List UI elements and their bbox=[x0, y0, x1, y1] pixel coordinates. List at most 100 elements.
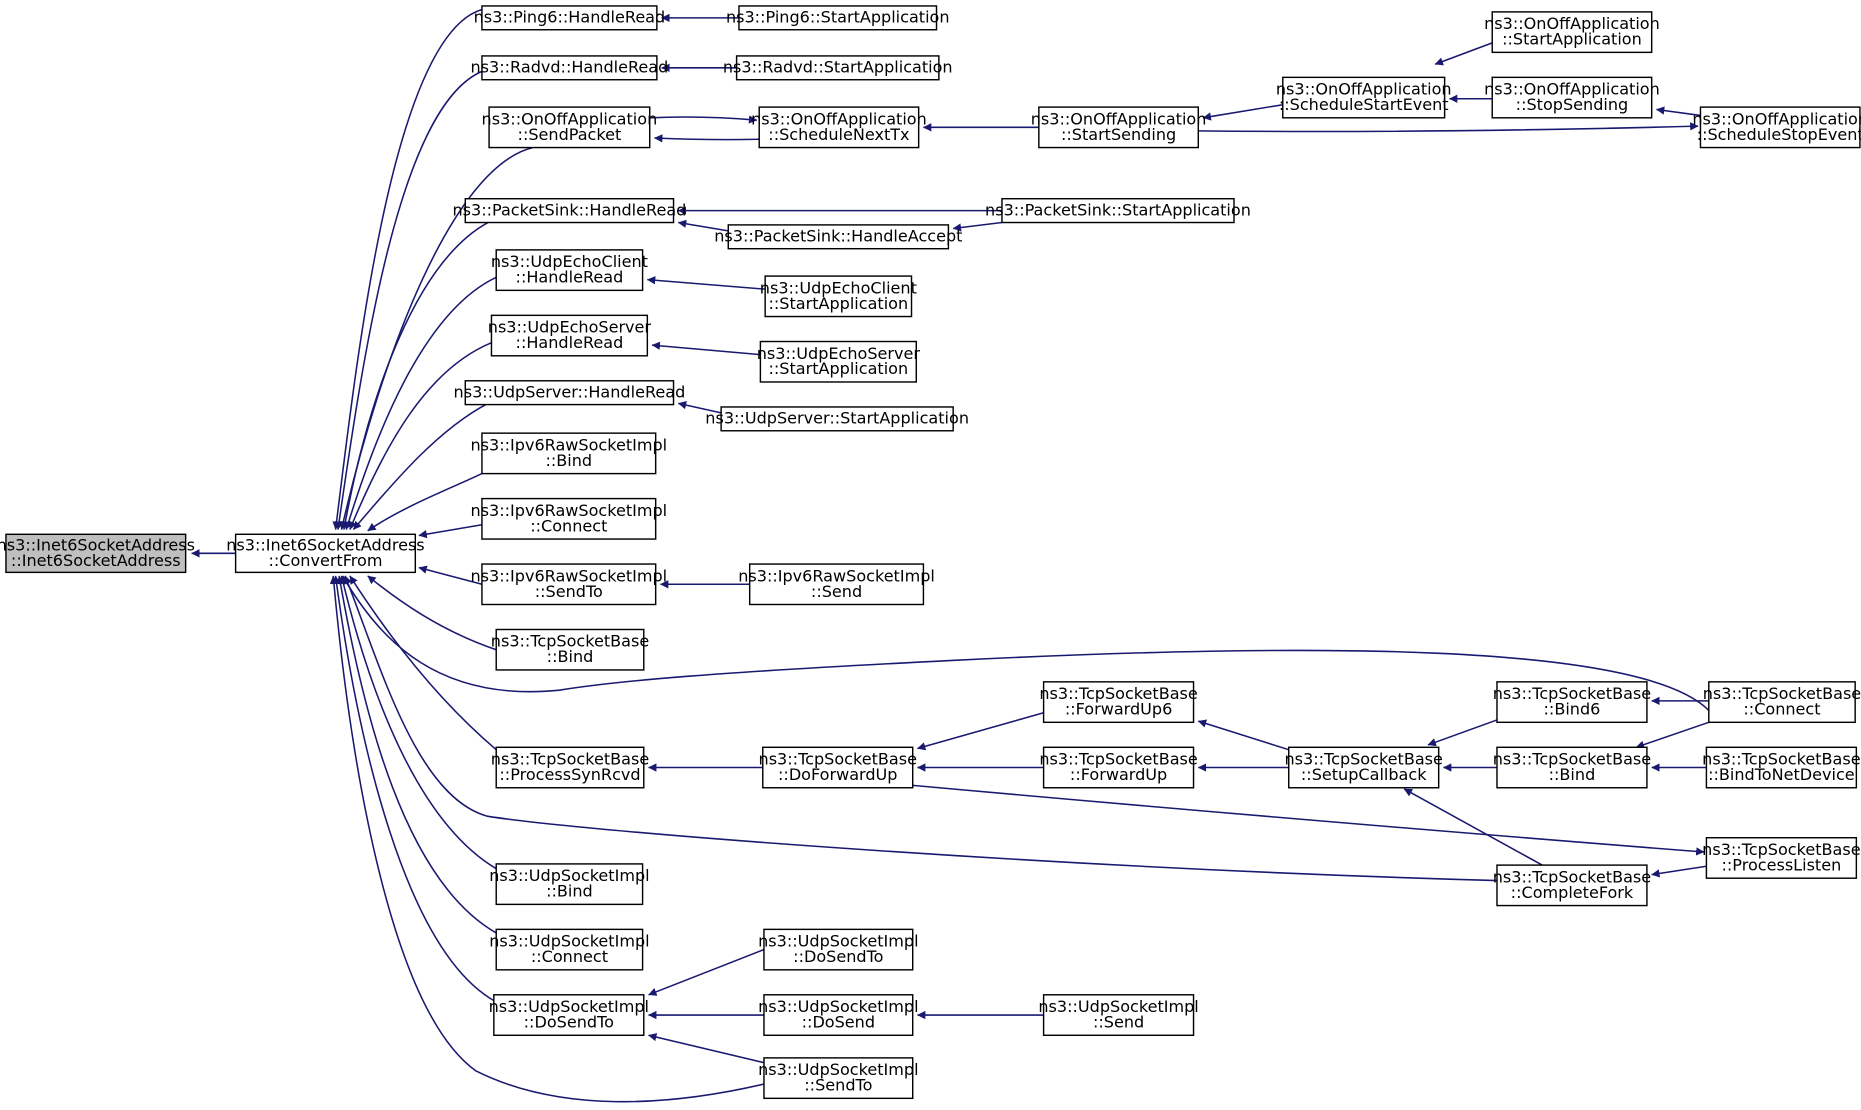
edge-i6sendto-to-cf bbox=[418, 565, 483, 586]
node-radvdhr[interactable]: ns3::Radvd::HandleRead bbox=[471, 55, 669, 81]
node-cf[interactable]: ns3::Inet6SocketAddress::ConvertFrom bbox=[226, 533, 425, 574]
node-pshr[interactable]: ns3::PacketSink::HandleRead bbox=[452, 198, 686, 224]
node-tcpscb[interactable]: ns3::TcpSocketBase::SetupCallback bbox=[1284, 746, 1443, 789]
node-label: ns3::TcpSocketBase bbox=[1702, 840, 1861, 859]
node-label: ns3::TcpSocketBase bbox=[1039, 750, 1198, 769]
node-usidstL[interactable]: ns3::UdpSocketImpl::DoSendTo bbox=[489, 994, 649, 1036]
edge-usisendto-to-cf bbox=[329, 575, 765, 1103]
node-tcpcf[interactable]: ns3::TcpSocketBase::CompleteFork bbox=[1493, 864, 1652, 907]
node-tcppl[interactable]: ns3::TcpSocketBase::ProcessListen bbox=[1702, 837, 1861, 879]
node-label: ::SetupCallback bbox=[1301, 765, 1427, 784]
node-label: ns3::UdpEchoServer bbox=[488, 318, 652, 337]
node-uessa[interactable]: ns3::UdpEchoServer::StartApplication bbox=[757, 340, 921, 383]
node-label: ns3::UdpSocketImpl bbox=[489, 932, 649, 951]
node-label: ns3::UdpEchoClient bbox=[760, 278, 917, 297]
node-label: ns3::PacketSink::StartApplication bbox=[985, 200, 1251, 219]
node-box bbox=[1699, 106, 1861, 149]
edge-oosp-to-oosnt bbox=[649, 115, 758, 124]
node-label: ::ConvertFrom bbox=[268, 551, 382, 570]
node-tcpbindL[interactable]: ns3::TcpSocketBase::Bind bbox=[491, 628, 650, 671]
node-oosse[interactable]: ns3::OnOffApplication::ScheduleStartEven… bbox=[1276, 76, 1452, 119]
node-label: ns3::Ipv6RawSocketImpl bbox=[470, 435, 667, 454]
node-ushr[interactable]: ns3::UdpServer::HandleRead bbox=[454, 380, 686, 406]
node-i6conn[interactable]: ns3::Ipv6RawSocketImpl::Connect bbox=[470, 497, 667, 540]
node-tcpfu6[interactable]: ns3::TcpSocketBase::ForwardUp6 bbox=[1039, 681, 1198, 724]
node-label: ::Bind bbox=[545, 451, 592, 470]
node-label: ::Send bbox=[1093, 1013, 1144, 1032]
node-label: ns3::TcpSocketBase bbox=[1493, 867, 1652, 886]
nodes: ns3::Inet6SocketAddress::Inet6SocketAddr… bbox=[0, 5, 1861, 1100]
node-usisendto[interactable]: ns3::UdpSocketImpl::SendTo bbox=[758, 1057, 919, 1100]
node-box bbox=[1491, 11, 1653, 54]
node-i6sendto[interactable]: ns3::Ipv6RawSocketImpl::SendTo bbox=[470, 563, 667, 606]
node-tcpfu[interactable]: ns3::TcpSocketBase::ForwardUp bbox=[1039, 746, 1198, 789]
node-label: ::DoSendTo bbox=[793, 947, 883, 966]
node-box bbox=[763, 994, 914, 1036]
node-radvdsa[interactable]: ns3::Radvd::StartApplication bbox=[723, 55, 953, 81]
node-tcppsr[interactable]: ns3::TcpSocketBase::ProcessSynRcvd bbox=[491, 746, 650, 789]
node-tcpbind6[interactable]: ns3::TcpSocketBase::Bind6 bbox=[1493, 681, 1652, 724]
node-label: ::Connect bbox=[531, 947, 608, 966]
node-ueshr[interactable]: ns3::UdpEchoServer::HandleRead bbox=[488, 314, 652, 357]
edges bbox=[191, 8, 1710, 1103]
node-label: ::HandleRead bbox=[516, 333, 624, 352]
node-ooss[interactable]: ns3::OnOffApplication::StartSending bbox=[1031, 106, 1207, 149]
node-tcpbindR[interactable]: ns3::TcpSocketBase::Bind bbox=[1493, 746, 1652, 789]
node-oostopev[interactable]: ns3::OnOffApplication::ScheduleStopEvent bbox=[1692, 106, 1861, 149]
edge-oostopev-to-oostop bbox=[1656, 106, 1701, 117]
node-box bbox=[720, 406, 954, 432]
node-uechr[interactable]: ns3::UdpEchoClient::HandleRead bbox=[491, 249, 648, 292]
node-label: ::StartApplication bbox=[768, 294, 908, 313]
node-ping6sa[interactable]: ns3::Ping6::StartApplication bbox=[726, 5, 950, 31]
node-psha[interactable]: ns3::PacketSink::HandleAccept bbox=[714, 224, 962, 250]
node-label: ns3::Ipv6RawSocketImpl bbox=[470, 566, 667, 585]
edge-radvdhr-to-cf bbox=[334, 70, 483, 530]
node-ping6hr[interactable]: ns3::Ping6::HandleRead bbox=[474, 5, 666, 31]
node-label: ::DoSendTo bbox=[524, 1013, 614, 1032]
node-label: ns3::UdpServer::StartApplication bbox=[705, 409, 969, 428]
node-label: ns3::PacketSink::HandleRead bbox=[452, 200, 686, 219]
edge-tcpconn-to-cf bbox=[342, 575, 1710, 711]
node-tcpbtnd[interactable]: ns3::TcpSocketBase::BindToNetDevice bbox=[1702, 746, 1861, 789]
node-pssa[interactable]: ns3::PacketSink::StartApplication bbox=[985, 198, 1251, 224]
node-label: ns3::OnOffApplication bbox=[751, 109, 927, 128]
node-usidstR[interactable]: ns3::UdpSocketImpl::DoSendTo bbox=[758, 928, 919, 971]
node-oosnt[interactable]: ns3::OnOffApplication::ScheduleNextTx bbox=[751, 106, 927, 149]
node-oosa[interactable]: ns3::OnOffApplication::StartApplication bbox=[1484, 11, 1660, 54]
edge-tcpbindL-to-cf bbox=[367, 575, 497, 651]
node-usibind[interactable]: ns3::UdpSocketImpl::Bind bbox=[489, 863, 650, 906]
node-root[interactable]: ns3::Inet6SocketAddress::Inet6SocketAddr… bbox=[0, 533, 195, 574]
node-i6send[interactable]: ns3::Ipv6RawSocketImpl::Send bbox=[738, 563, 935, 606]
node-box bbox=[748, 563, 925, 606]
node-label: ns3::OnOffApplication bbox=[1484, 80, 1660, 99]
node-box bbox=[481, 497, 657, 540]
edge-oosa-to-oosse bbox=[1434, 42, 1493, 66]
node-label: ::ForwardUp6 bbox=[1065, 700, 1173, 719]
node-usiconn[interactable]: ns3::UdpSocketImpl::Connect bbox=[489, 928, 650, 971]
node-usids[interactable]: ns3::UdpSocketImpl::DoSend bbox=[758, 994, 919, 1036]
node-oostop[interactable]: ns3::OnOffApplication::StopSending bbox=[1484, 76, 1660, 119]
node-box bbox=[495, 628, 645, 671]
node-box bbox=[727, 224, 950, 250]
node-label: ns3::UdpSocketImpl bbox=[1038, 997, 1198, 1016]
node-label: ns3::Ipv6RawSocketImpl bbox=[470, 501, 667, 520]
node-tcpdfu[interactable]: ns3::TcpSocketBase::DoForwardUp bbox=[759, 746, 918, 789]
edge-usidstL-to-cf bbox=[332, 575, 497, 1003]
node-ussa[interactable]: ns3::UdpServer::StartApplication bbox=[705, 406, 969, 432]
node-oosp[interactable]: ns3::OnOffApplication::SendPacket bbox=[482, 106, 658, 149]
node-uecsa[interactable]: ns3::UdpEchoClient::StartApplication bbox=[760, 275, 917, 318]
node-box bbox=[763, 1057, 914, 1100]
node-label: ns3::TcpSocketBase bbox=[491, 750, 650, 769]
node-label: ::Connect bbox=[1743, 700, 1820, 719]
edge-ushr-to-cf bbox=[352, 402, 489, 531]
node-label: ::StopSending bbox=[1516, 95, 1629, 114]
node-label: ::Bind6 bbox=[1544, 700, 1601, 719]
node-box bbox=[495, 249, 644, 292]
node-label: ::HandleRead bbox=[516, 268, 624, 287]
node-tcpconn[interactable]: ns3::TcpSocketBase::Connect bbox=[1703, 681, 1861, 724]
node-box bbox=[1282, 76, 1446, 119]
node-usisend[interactable]: ns3::UdpSocketImpl::Send bbox=[1038, 994, 1199, 1036]
node-i6bind[interactable]: ns3::Ipv6RawSocketImpl::Bind bbox=[470, 432, 667, 475]
node-label: ns3::OnOffApplication bbox=[1692, 109, 1861, 128]
node-box bbox=[493, 994, 645, 1036]
